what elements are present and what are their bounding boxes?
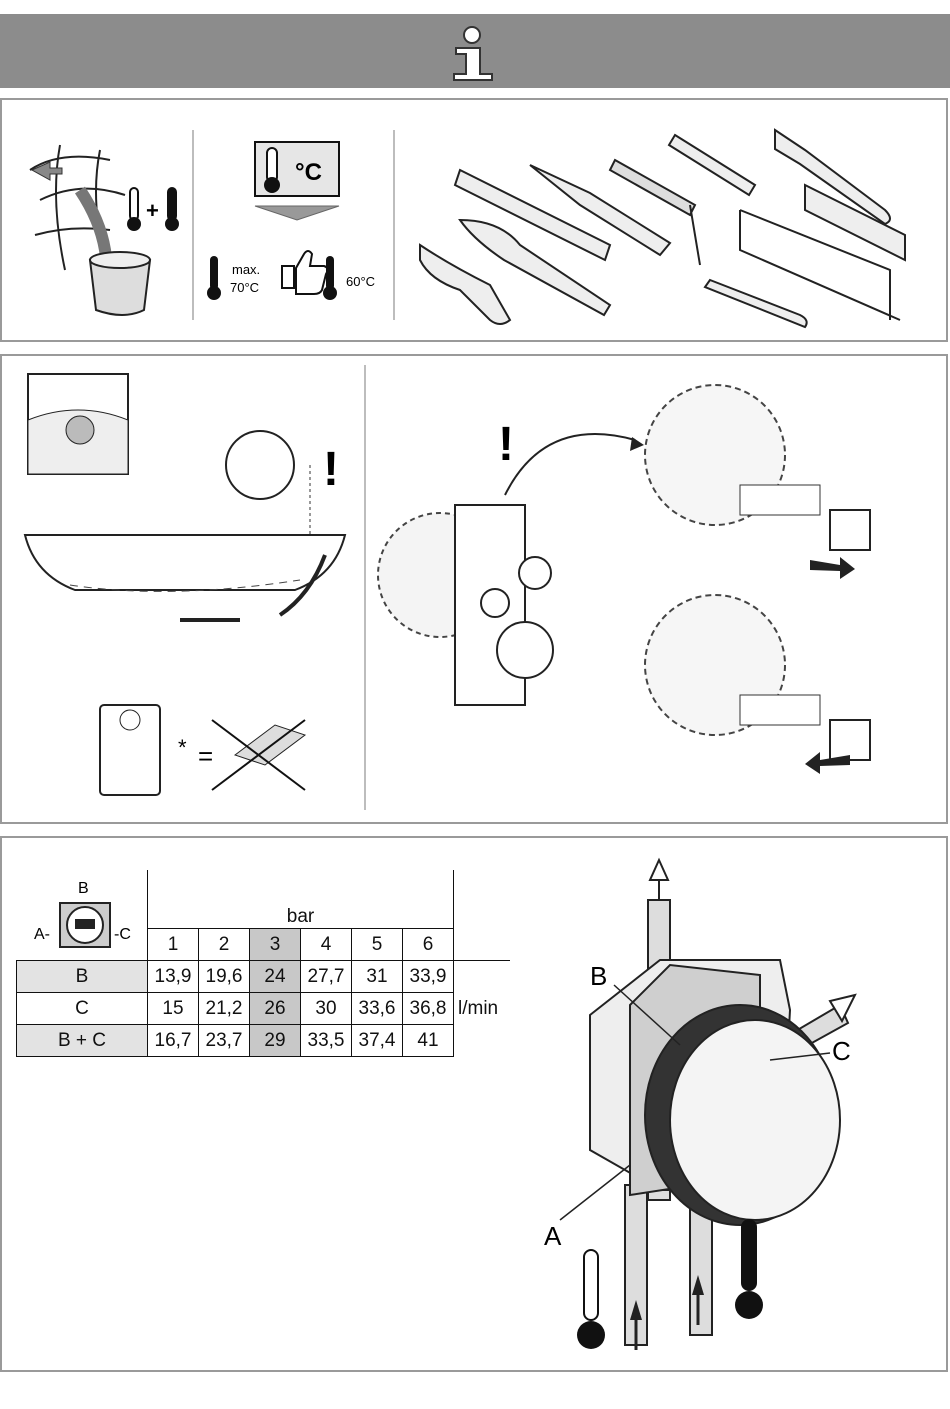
table-cell: 41	[403, 1025, 454, 1057]
crossed-out-box-icon	[212, 720, 305, 790]
thermometer-icon	[264, 148, 280, 193]
pliers-icon	[420, 245, 510, 324]
column-header: 2	[199, 929, 250, 961]
thermostat-body-bottom	[645, 595, 870, 774]
svg-text:A: A	[544, 1221, 562, 1251]
thumbs-up-icon	[282, 251, 328, 294]
table-cell: 21,2	[199, 993, 250, 1025]
bar-header: bar	[148, 870, 454, 929]
knob-large-icon	[497, 622, 553, 678]
svg-text:!: !	[323, 443, 339, 496]
svg-text:°C: °C	[295, 159, 322, 186]
thermometer-icon	[165, 188, 179, 231]
table-row: B + C 16,7 23,7 29 33,5 37,4 41	[17, 1025, 511, 1057]
thermometer-icon	[207, 256, 221, 300]
screwdriver-icon	[669, 135, 755, 195]
column-header: 3	[250, 929, 301, 961]
thermometer-icon	[127, 188, 141, 231]
svg-text:60°C: 60°C	[346, 274, 375, 289]
thermostat-cap-icon	[226, 431, 294, 499]
row-label: B + C	[17, 1025, 148, 1057]
svg-text:70°C: 70°C	[230, 280, 259, 295]
thermostat-body-top	[645, 385, 870, 579]
thermometer-icon	[577, 1250, 605, 1349]
svg-text:+: +	[146, 198, 159, 223]
svg-text:B: B	[590, 961, 607, 991]
temperature-settings: °C max. 70°C 60°C	[200, 138, 390, 308]
flush-pipes-illustration: +	[20, 140, 195, 325]
table-cell: 31	[352, 961, 403, 993]
svg-text:*: *	[178, 735, 187, 760]
row-label: B	[17, 961, 148, 993]
column-header: 1	[148, 929, 199, 961]
table-cell: 37,4	[352, 1025, 403, 1057]
table-row: C 15 21,2 26 30 33,6 36,8 l/min	[17, 993, 511, 1025]
cartridge-icon	[100, 705, 160, 795]
tools-illustration	[400, 125, 920, 335]
info-icon	[450, 24, 500, 82]
table-cell: 15	[148, 993, 199, 1025]
mixing-valve-illustration: B C A	[530, 855, 930, 1365]
table-cell: 19,6	[199, 961, 250, 993]
svg-text:=: =	[198, 741, 213, 771]
row-label: C	[17, 993, 148, 1025]
bathtub-icon	[25, 535, 345, 590]
shower-head-icon	[66, 416, 94, 444]
table-cell: 27,7	[301, 961, 352, 993]
divider	[364, 365, 366, 810]
bathtub-illustration: ! * =	[20, 370, 360, 810]
table-cell: 33,9	[403, 961, 454, 993]
unit-label: l/min	[454, 993, 511, 1025]
thermostat-removal-illustration: !	[370, 365, 945, 815]
table-cell: 36,8	[403, 993, 454, 1025]
table-cell: 13,9	[148, 961, 199, 993]
flow-rate-table: bar 1 2 3 4 5 6 B 13,9 19,6 24 27,7 31 3…	[16, 870, 510, 1057]
column-header: 4	[301, 929, 352, 961]
column-header: 6	[403, 929, 454, 961]
thermometer-icon	[735, 1220, 763, 1319]
table-cell: 33,6	[352, 993, 403, 1025]
table-cell: 30	[301, 993, 352, 1025]
table-cell: 16,7	[148, 1025, 199, 1057]
divider	[393, 130, 395, 320]
svg-text:!: !	[498, 418, 514, 471]
ruler-icon	[455, 170, 610, 260]
table-cell: 24	[250, 961, 301, 993]
allen-key-icon	[705, 280, 807, 327]
table-cell: 23,7	[199, 1025, 250, 1057]
table-cell: 33,5	[301, 1025, 352, 1057]
svg-text:C: C	[832, 1036, 851, 1066]
table-row: B 13,9 19,6 24 27,7 31 33,9	[17, 961, 511, 993]
svg-text:max.: max.	[232, 262, 260, 277]
table-cell: 29	[250, 1025, 301, 1057]
knob-small-icon	[519, 557, 551, 589]
header-bar	[0, 14, 950, 88]
column-header: 5	[352, 929, 403, 961]
table-cell: 26	[250, 993, 301, 1025]
